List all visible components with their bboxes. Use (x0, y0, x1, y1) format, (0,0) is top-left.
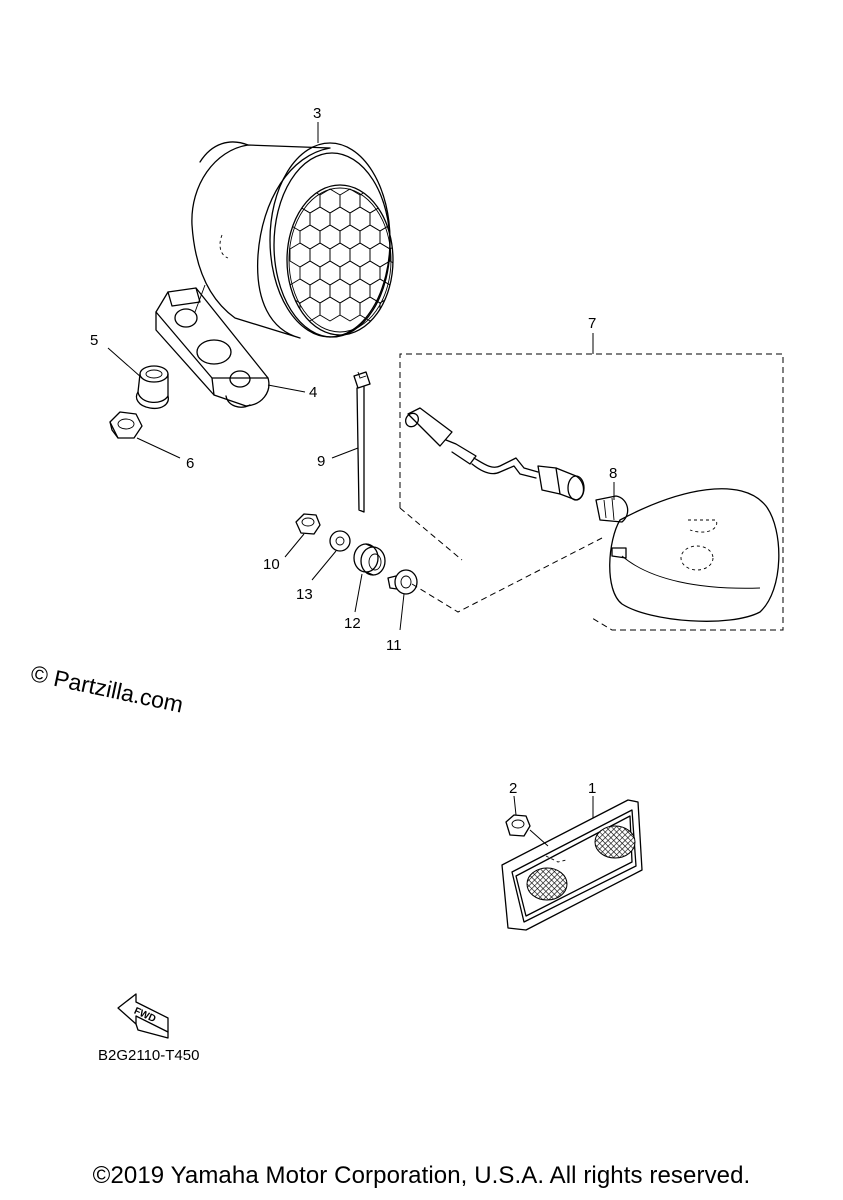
leader-lines (107, 122, 615, 818)
callout-3: 3 (313, 105, 321, 122)
diagram-code: B2G2110-T450 (98, 1047, 200, 1064)
part-8-bulb (595, 495, 629, 523)
callout-2: 2 (509, 780, 517, 797)
callout-11: 11 (386, 637, 402, 654)
part-10-nut (295, 513, 321, 535)
callout-5: 5 (90, 332, 98, 349)
callout-9: 9 (317, 453, 325, 470)
part-6-nut (109, 411, 143, 439)
callout-8: 8 (609, 465, 617, 482)
part-1-reflector (501, 799, 643, 931)
callout-7: 7 (588, 315, 596, 332)
part-13-washer (329, 530, 351, 552)
part-9-cable-tie (353, 371, 371, 513)
part-2-nut (505, 814, 549, 847)
callout-1: 1 (588, 780, 596, 797)
part-12-grommet (353, 543, 386, 576)
callout-13: 13 (296, 586, 313, 603)
callout-10: 10 (263, 556, 280, 573)
callout-6: 6 (186, 455, 194, 472)
part-5-collar (135, 365, 169, 410)
copyright-notice: ©2019 Yamaha Motor Corporation, U.S.A. A… (92, 1162, 751, 1189)
part-3-taillight-housing (191, 141, 394, 339)
fwd-arrow-icon: FWD (117, 993, 169, 1039)
callout-12: 12 (344, 615, 361, 632)
part-11-collar (387, 569, 418, 595)
part-4-bracket (155, 287, 270, 408)
callout-4: 4 (309, 384, 317, 401)
part-7-flasher-assembly (399, 353, 784, 631)
callout-numbers: 3 7 5 4 6 9 8 10 13 12 11 2 1 (90, 105, 617, 797)
